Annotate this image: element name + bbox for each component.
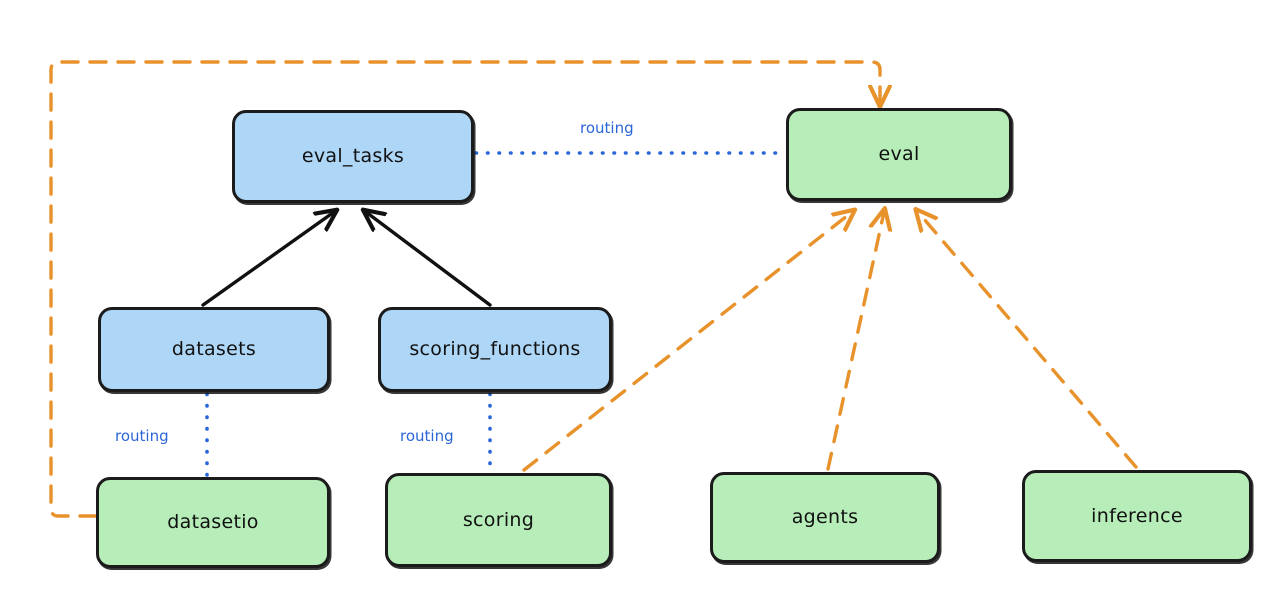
edge-label-routing-eval-tasks-eval: routing xyxy=(578,119,636,137)
node-scoring_functions[interactable]: scoring_functions xyxy=(378,307,612,392)
edge-scoring_functions-to-eval_tasks xyxy=(366,212,492,307)
node-label-scoring: scoring xyxy=(462,508,535,531)
edge-scoring-to-eval xyxy=(522,212,852,472)
edge-label-routing-datasets-datasetio: routing xyxy=(113,427,171,445)
edge-datasetio-to-eval xyxy=(49,60,880,518)
node-eval_tasks[interactable]: eval_tasks xyxy=(232,110,474,203)
node-inference[interactable]: inference xyxy=(1022,470,1252,562)
edge-agents-to-eval xyxy=(826,212,884,471)
node-label-datasetio: datasetio xyxy=(167,511,259,534)
node-datasetio[interactable]: datasetio xyxy=(96,477,330,568)
node-label-eval_tasks: eval_tasks xyxy=(301,145,405,168)
node-label-inference: inference xyxy=(1091,504,1183,527)
node-scoring[interactable]: scoring xyxy=(385,473,612,567)
node-agents[interactable]: agents xyxy=(710,472,940,563)
node-datasets[interactable]: datasets xyxy=(98,307,330,392)
node-label-scoring_functions: scoring_functions xyxy=(409,338,581,361)
edge-label-routing-scoring-functions-scoring: routing xyxy=(398,427,456,445)
edge-inference-to-eval xyxy=(918,212,1138,469)
edge-datasets-to-eval_tasks xyxy=(201,212,334,307)
node-label-agents: agents xyxy=(791,506,859,529)
node-label-datasets: datasets xyxy=(171,338,257,361)
node-eval[interactable]: eval xyxy=(786,108,1012,201)
node-label-eval: eval xyxy=(878,143,920,166)
